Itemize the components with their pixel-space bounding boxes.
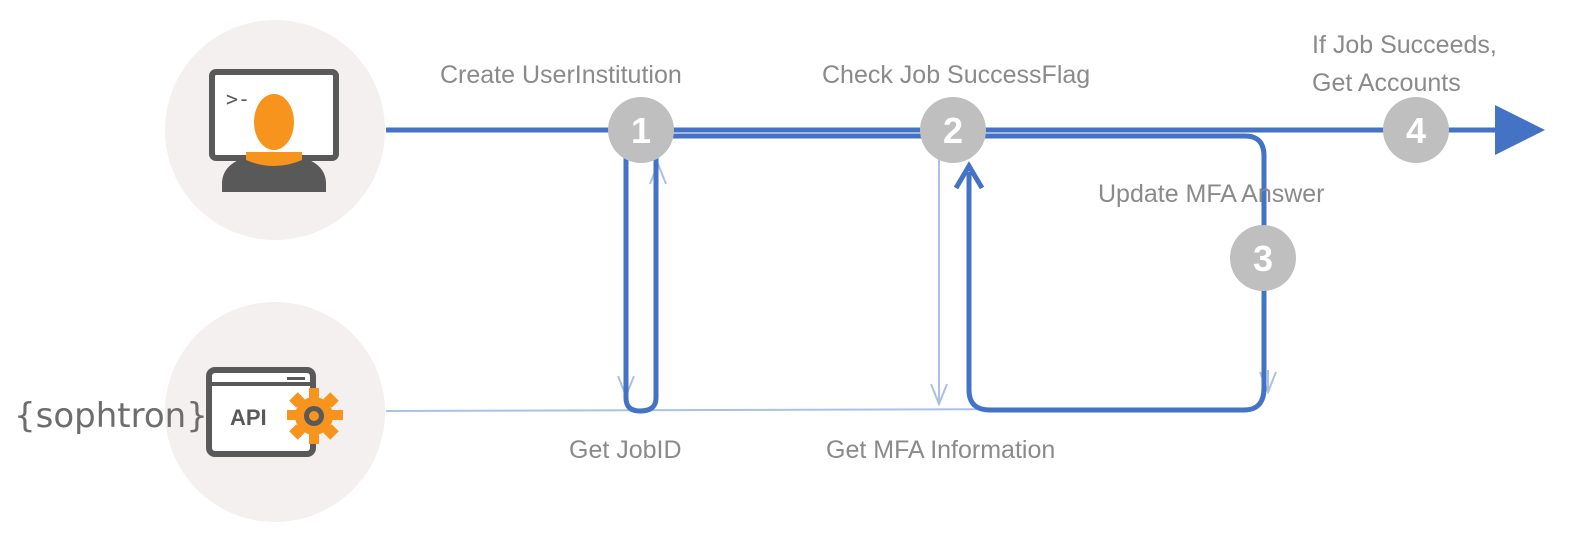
api-lane-line [385,408,1041,412]
response-label-mfa-info: Get MFA Information [826,436,1056,464]
mfa-loop [960,133,1267,413]
gear-icon [287,388,343,444]
job-id-loop [623,133,930,414]
api-gear-icon [206,367,343,457]
step-number-2: 2 [943,110,963,151]
step-label-4-line1: If Job Succeeds, [1312,31,1497,59]
api-text: API [230,405,267,430]
mfa-loop-arrowhead [953,161,985,190]
step-badge-4: 4 [1383,97,1449,163]
step-number-4: 4 [1406,110,1426,151]
step-number-1: 1 [631,110,651,151]
step-label-1: Create UserInstitution [440,61,682,89]
step-label-4-line2: Get Accounts [1312,69,1461,97]
step-badge-2: 2 [920,97,986,163]
step-number-3: 3 [1253,238,1273,279]
step-badge-1: 1 [608,97,674,163]
user-terminal-icon: >- [209,69,339,192]
response-arrow-2 [930,152,948,407]
response-label-job-id: Get JobID [569,436,682,464]
step-label-2: Check Job SuccessFlag [822,61,1091,89]
step-label-3: Update MFA Answer [1098,180,1325,208]
brand-label: {sophtron} [14,396,208,436]
step-badge-3: 3 [1230,225,1296,291]
svg-text:>-: >- [226,87,250,111]
